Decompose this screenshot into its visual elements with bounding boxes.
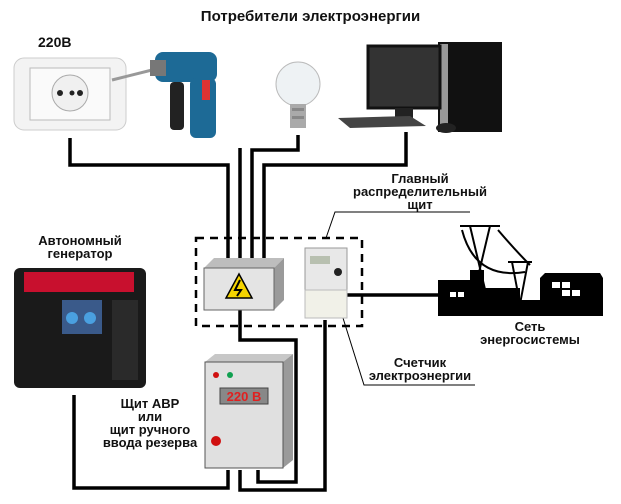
red-button[interactable]	[211, 436, 221, 446]
wire-socket	[68, 138, 230, 262]
generator-label: Автономный генератор	[20, 234, 140, 260]
electricity-meter-icon	[304, 247, 348, 319]
ats-panel-label-line: ввода резерва	[102, 435, 198, 450]
red-led-icon	[213, 372, 219, 378]
grid-label: Сеть энергосистемы	[470, 320, 590, 346]
main-panel-label-line: распределительный	[353, 184, 487, 199]
socket-icon	[13, 57, 127, 131]
voltage-display-text: 220 В	[227, 389, 262, 404]
wire-computer	[262, 132, 408, 262]
power-grid-icon	[438, 225, 603, 316]
computer-icon	[338, 42, 502, 133]
main-panel-label-line: щит	[407, 197, 433, 212]
main-panel-boundary	[194, 236, 364, 328]
main-distribution-panel	[203, 258, 284, 311]
high-voltage-warning-icon	[224, 272, 254, 299]
meter-label-line: электроэнергии	[368, 368, 472, 383]
meter-leader	[342, 317, 475, 386]
wire-panel-ats	[238, 310, 298, 484]
voltage-display	[219, 387, 269, 405]
meter-label-line: Счетчик	[393, 355, 447, 370]
grid-label-line: энергосистемы	[480, 332, 580, 347]
main-panel-label: Главный распределительный щит	[320, 172, 520, 211]
wire-bulb	[250, 135, 300, 262]
diagram-title: Потребители электроэнергии	[200, 8, 421, 25]
grid-label-line: Сеть	[514, 319, 546, 334]
wire-generator-ats	[72, 395, 230, 490]
wire-meter-ats	[238, 320, 327, 492]
meter-label: Счетчик электроэнергии	[360, 356, 480, 382]
light-bulb-icon	[275, 61, 321, 128]
generator-icon	[14, 268, 146, 388]
ats-panel-label-line: Щит АВР	[120, 396, 180, 411]
generator-label-line: генератор	[47, 246, 113, 261]
ats-panel: 220 В	[204, 354, 293, 469]
socket-voltage-label: 220В	[38, 34, 72, 50]
main-panel-label-line: Главный	[391, 171, 449, 186]
ats-panel-label-line: или	[137, 409, 163, 424]
drill-icon	[111, 52, 217, 138]
main-panel-leader	[325, 211, 470, 239]
wires	[68, 132, 440, 492]
green-led-icon	[227, 372, 233, 378]
generator-label-line: Автономный	[38, 233, 122, 248]
ats-panel-label: Щит АВР или щит ручного ввода резерва	[90, 397, 210, 449]
ats-panel-label-line: щит ручного	[109, 422, 191, 437]
